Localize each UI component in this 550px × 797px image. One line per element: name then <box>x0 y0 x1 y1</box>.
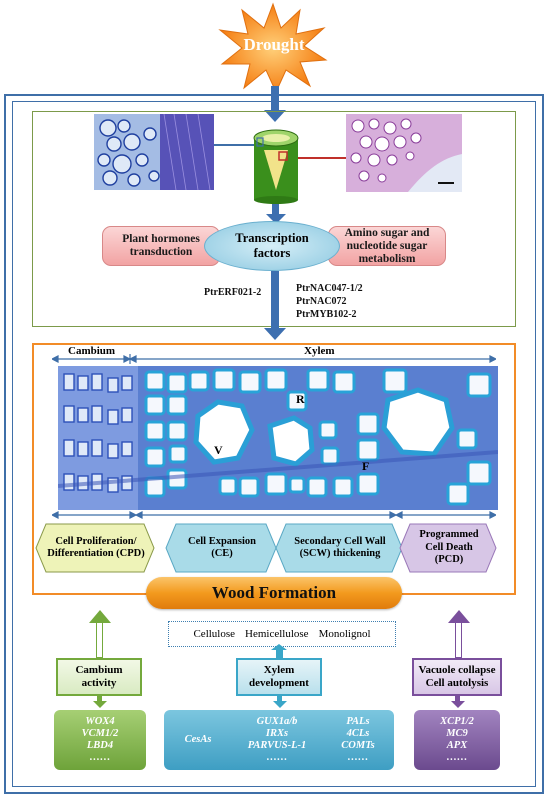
process-cambium-activity: Cambium activity <box>56 658 142 696</box>
process-vacuole-collapse: Vacuole collapse Cell autolysis <box>412 658 502 696</box>
arrow-stem-shaft <box>272 204 279 216</box>
gene-mid3-more: …… <box>347 752 369 763</box>
poplar-stem-icon <box>253 129 299 204</box>
genes-xylem-col1: CesAs <box>170 710 226 770</box>
stage-span-arrows <box>52 511 496 519</box>
transcription-factors-hub: Transcription factors <box>204 221 340 271</box>
xylem-region-label: Xylem <box>304 345 335 357</box>
tf-ptrmyb102-2: PtrMYB102-2 <box>296 309 357 320</box>
arrow-left-down-head <box>93 701 107 708</box>
arrow-tf-shaft <box>271 271 279 331</box>
component-cellulose: Cellulose <box>193 628 236 640</box>
component-hemicellulose: Hemicellulose <box>245 628 309 640</box>
tf-ptrerf021-2: PtrERF021-2 <box>204 287 262 298</box>
left-micrograph-connector <box>214 144 258 146</box>
arrow-right-down-shaft <box>455 696 460 702</box>
gene-mid2-more: …… <box>266 752 288 763</box>
gene-lbd4: LBD4 <box>86 740 114 751</box>
region-span-arrows <box>52 354 496 364</box>
arrow-drought-shaft <box>271 86 279 112</box>
arrow-xylem-shaft <box>276 648 283 658</box>
stage-pcd: Programmed Cell Death (PCD) <box>419 529 479 566</box>
cambium-region-label: Cambium <box>68 345 116 357</box>
stage-scw: Secondary Cell Wall (SCW) thickening <box>294 535 386 560</box>
arrow-pcd-shaft <box>455 622 462 658</box>
arrow-xylem-head <box>271 644 287 650</box>
tf-ptrnac047: PtrNAC047-1/2 <box>296 283 363 294</box>
gene-parvus: PARVUS-L-1 <box>247 740 307 751</box>
ray-marker-r: R <box>296 392 305 406</box>
process-xylem-development: Xylem development <box>236 658 322 696</box>
stem-section-micrograph-left <box>94 114 214 190</box>
genes-xylem-col3: PALs 4CLs COMTs …… <box>328 710 388 770</box>
gene-irxs: IRXs <box>265 728 289 739</box>
arrow-pcd-head <box>448 610 470 623</box>
gene-cesas: CesAs <box>184 734 212 745</box>
gene-vcm1-2: VCM1/2 <box>81 728 119 739</box>
arrow-stem-head <box>266 214 286 224</box>
gene-pals: PALs <box>346 716 370 727</box>
stage-ce: Cell Expansion (CE) <box>188 535 256 560</box>
arrow-drought-head <box>264 110 286 122</box>
genes-xylem-col2: GUX1a/b IRXs PARVUS-L-1 …… <box>232 710 322 770</box>
vessel-marker-v: V <box>214 443 223 457</box>
gene-comts: COMTs <box>341 740 375 751</box>
stage-cpd: Cell Proliferation/ Differentiation (CPD… <box>47 535 145 560</box>
gene-mc9: MC9 <box>446 728 468 739</box>
arrow-left-down-shaft <box>97 696 102 702</box>
genes-xylem: CesAs GUX1a/b IRXs PARVUS-L-1 …… PALs 4C… <box>164 710 394 770</box>
tf-list-right: PtrNAC047-1/2 PtrNAC072 PtrMYB102-2 <box>296 282 363 321</box>
right-micrograph-connector <box>288 157 346 159</box>
gene-wox4: WOX4 <box>85 716 115 727</box>
gene-apx: APX <box>446 740 468 751</box>
component-monolignol: Monolignol <box>318 628 371 640</box>
arrow-mid-down-shaft <box>277 696 282 702</box>
arrow-tf-head <box>264 328 286 340</box>
gene-4cls: 4CLs <box>346 728 370 739</box>
tf-ptrnac072: PtrNAC072 <box>296 296 347 307</box>
genes-cambium: WOX4 VCM1/2 LBD4 …… <box>54 710 146 770</box>
arrow-mid-down-head <box>273 701 287 708</box>
gene-left-more: …… <box>89 752 111 763</box>
stem-section-micrograph-right <box>346 114 462 192</box>
arrow-right-down-head <box>451 701 465 708</box>
fiber-marker-f: F <box>362 459 370 473</box>
wood-cross-section-micrograph <box>58 366 498 510</box>
gene-gux1: GUX1a/b <box>256 716 298 727</box>
genes-pcd: XCP1/2 MC9 APX …… <box>414 710 500 770</box>
arrow-cambium-shaft <box>96 622 103 658</box>
drought-label: Drought <box>243 35 305 54</box>
gene-xcp1-2: XCP1/2 <box>440 716 474 727</box>
arrow-cambium-head <box>89 610 111 623</box>
wood-formation-banner: Wood Formation <box>146 577 402 609</box>
gene-right-more: …… <box>446 752 468 763</box>
